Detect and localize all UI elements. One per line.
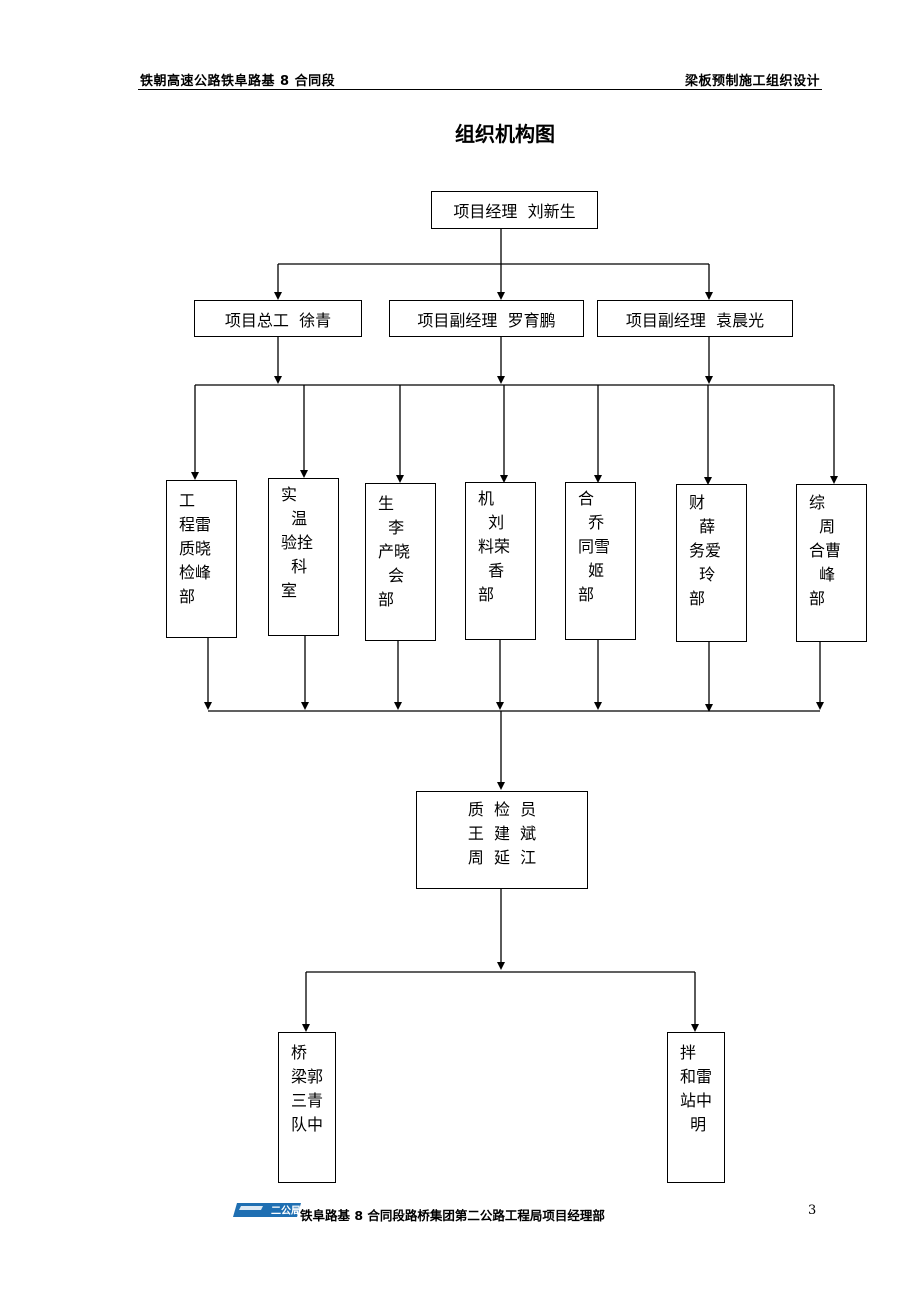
dept-line: 实 [281, 485, 298, 504]
team-mixing-station: 拌 和雷 站中 明 [667, 1032, 725, 1183]
inspector-line: 王 建 斌 [467, 824, 537, 843]
dept-line: 务爱 [689, 541, 722, 560]
deputy-manager-box-2: 项目副经理 袁晨光 [597, 300, 793, 337]
dept-general: 综 周 合曹 峰 部 [796, 484, 867, 642]
dept-finance: 财 薛 务爱 玲 部 [676, 484, 747, 642]
team-line: 和雷 [680, 1067, 713, 1086]
dept-line: 香 [478, 561, 505, 580]
page-number: 3 [808, 1203, 817, 1218]
inspector-line: 周 延 江 [467, 848, 537, 867]
team-line: 桥 [291, 1043, 308, 1062]
dept-contracts: 合 乔 同雪 姬 部 [565, 482, 636, 640]
header-left: 铁朝高速公路铁阜路基 8 合同段 [140, 74, 336, 89]
team-line: 明 [680, 1115, 707, 1134]
logo-text: 二公局 [271, 1205, 301, 1217]
dept-line: 部 [179, 587, 196, 606]
team-bridge: 桥 梁郭 三青 队中 [278, 1032, 336, 1183]
dept-line: 机 [478, 489, 495, 508]
dept-line: 合 [578, 489, 595, 508]
dept-line: 部 [689, 589, 706, 608]
dept-line: 检峰 [179, 563, 212, 582]
dept-line: 同雪 [578, 537, 611, 556]
dept-line: 刘 [478, 513, 505, 532]
dept-line: 峰 [809, 565, 836, 584]
dept-line: 财 [689, 493, 706, 512]
header-rule [138, 89, 822, 90]
dept-line: 乔 [578, 513, 605, 532]
dept-line: 室 [281, 581, 298, 600]
quality-inspector-box: 质 检 员 王 建 斌 周 延 江 [416, 791, 588, 889]
inspector-line: 质 检 员 [467, 800, 537, 819]
dept-line: 玲 [689, 565, 716, 584]
dept-line: 产晓 [378, 542, 411, 561]
dept-line: 部 [578, 585, 595, 604]
dept-line: 合曹 [809, 541, 842, 560]
dept-line: 部 [809, 589, 826, 608]
dept-line: 会 [378, 566, 405, 585]
team-line: 梁郭 [291, 1067, 324, 1086]
footer-text: 铁阜路基 8 合同段路桥集团第二公路工程局项目经理部 [300, 1208, 605, 1223]
dept-line: 程雷 [179, 515, 212, 534]
dept-line: 料荣 [478, 537, 511, 556]
dept-line: 部 [478, 585, 495, 604]
team-line: 三青 [291, 1091, 324, 1110]
page-title: 组织机构图 [455, 122, 555, 146]
dept-line: 李 [378, 518, 405, 537]
dept-line: 周 [809, 517, 836, 536]
dept-laboratory: 实 温 验拴 科 室 [268, 478, 339, 636]
dept-line: 质晓 [179, 539, 212, 558]
company-logo: 二公局 [233, 1203, 301, 1217]
dept-line: 薛 [689, 517, 716, 536]
deputy-manager-box-1: 项目副经理 罗育鹏 [389, 300, 584, 337]
chief-engineer-box: 项目总工 徐青 [194, 300, 362, 337]
dept-line: 综 [809, 493, 826, 512]
dept-line: 验拴 [281, 533, 314, 552]
dept-line: 科 [281, 557, 308, 576]
dept-line: 部 [378, 590, 395, 609]
team-line: 拌 [680, 1043, 697, 1062]
dept-materials: 机 刘 料荣 香 部 [465, 482, 536, 640]
dept-line: 生 [378, 494, 395, 513]
dept-production: 生 李 产晓 会 部 [365, 483, 436, 641]
team-line: 队中 [291, 1115, 324, 1134]
dept-line: 温 [281, 509, 308, 528]
header-right: 梁板预制施工组织设计 [684, 74, 820, 89]
team-line: 站中 [680, 1091, 713, 1110]
dept-line: 姬 [578, 561, 605, 580]
dept-line: 工 [179, 491, 196, 510]
dept-quality-inspection: 工 程雷 质晓 检峰 部 [166, 480, 237, 638]
project-manager-box: 项目经理 刘新生 [431, 191, 598, 229]
